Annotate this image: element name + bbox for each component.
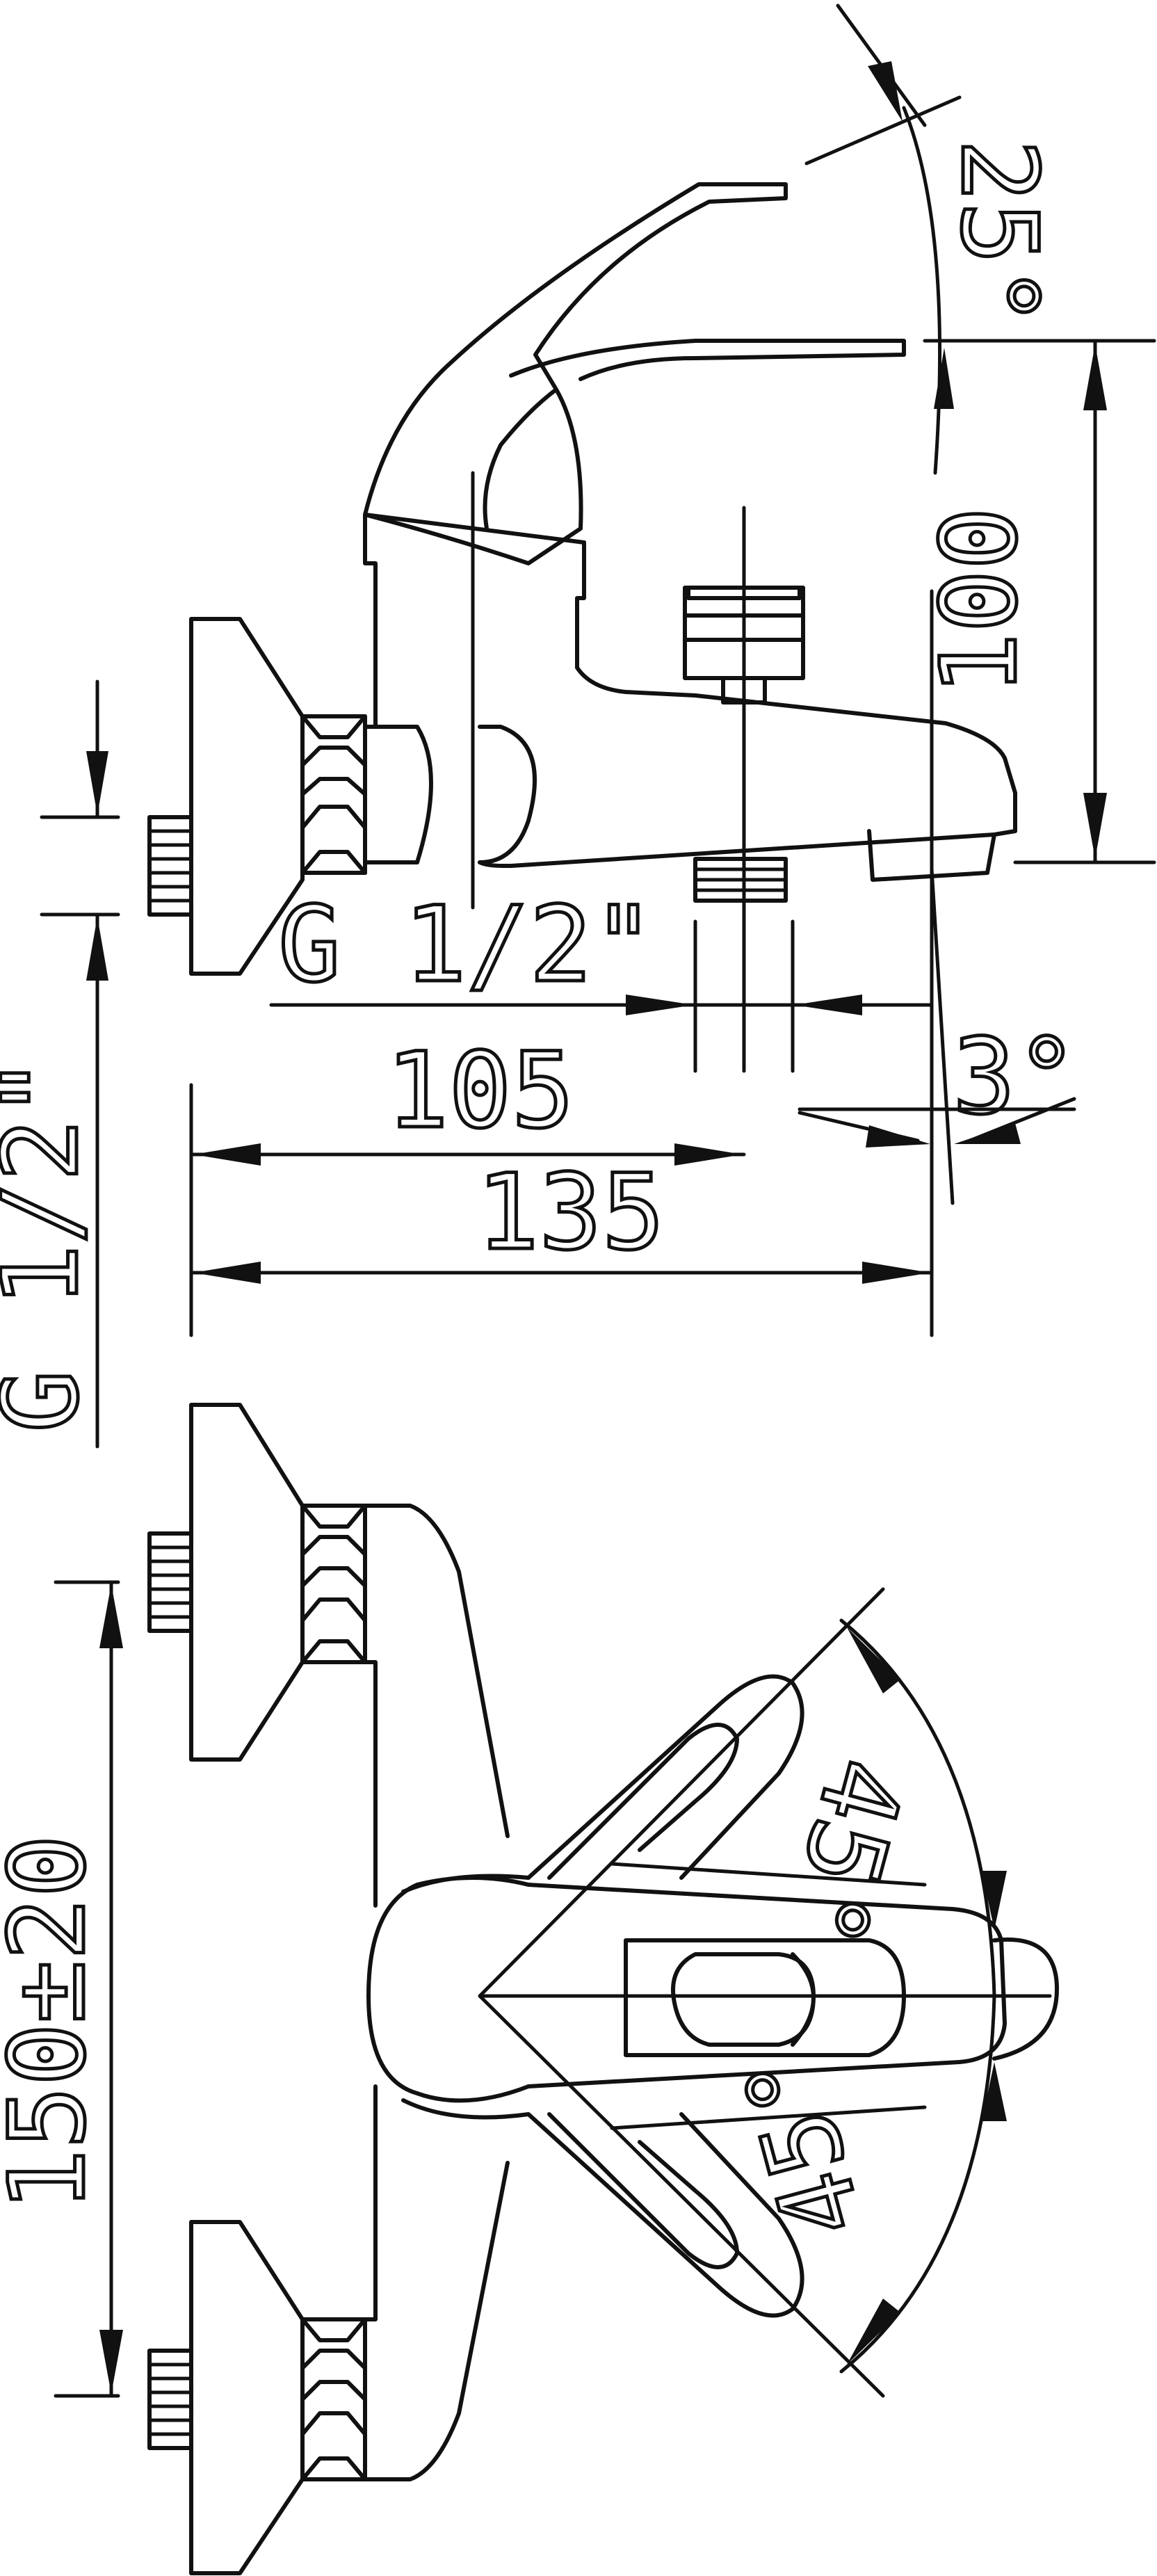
spout-angle-lines bbox=[798, 867, 1076, 1205]
lever-blade bbox=[509, 339, 906, 381]
spout-angle-label: 3° bbox=[953, 1017, 1078, 1138]
swivel-lines bbox=[478, 1587, 1052, 2398]
wall-flange bbox=[189, 617, 305, 976]
depth-105-line bbox=[189, 1083, 746, 1337]
thread-dimension-lines bbox=[40, 679, 120, 1449]
side-view: 25° 100 G 1/2" 105 135 3° G 1/2" bbox=[0, 3, 1156, 1449]
lever-handle bbox=[363, 182, 788, 565]
lower-flange bbox=[189, 2220, 305, 2575]
depth-135-line bbox=[189, 589, 934, 1337]
inlet-thread-side-label: G 1/2" bbox=[0, 1056, 102, 1433]
inlet-spacing-lines bbox=[54, 1580, 120, 2398]
mixer-body-top bbox=[363, 1504, 510, 2481]
lever-lower-45 bbox=[401, 2098, 804, 2318]
upper-inlet-thread bbox=[147, 1531, 193, 1633]
upper-flange bbox=[189, 1403, 305, 1762]
top-view: 150±20 45° 45° bbox=[0, 1403, 1059, 2575]
height-label: 100 bbox=[919, 507, 1040, 695]
spout-top bbox=[526, 1883, 1007, 2088]
inlet-thread bbox=[147, 815, 193, 917]
lower-inlet-thread bbox=[147, 2349, 193, 2450]
overall-depth-label: 135 bbox=[476, 1152, 665, 1273]
swivel-angle-upper-label: 45° bbox=[761, 1746, 927, 1960]
mixer-body bbox=[363, 513, 1017, 868]
lever-upper-45 bbox=[401, 1674, 804, 1894]
inlet-spacing-label: 150±20 bbox=[0, 1835, 108, 2212]
lower-hex-nut bbox=[300, 2317, 367, 2481]
hex-nut bbox=[300, 714, 367, 875]
inlet-thread-top-label: G 1/2" bbox=[278, 885, 655, 1006]
upper-hex-nut bbox=[300, 1504, 367, 1664]
lever-angle-label: 25° bbox=[938, 139, 1059, 328]
valve-round bbox=[366, 1876, 531, 2103]
valve-cap bbox=[363, 725, 537, 864]
diverter-offset-label: 105 bbox=[386, 1031, 574, 1152]
height-extension-lines bbox=[923, 339, 1156, 864]
